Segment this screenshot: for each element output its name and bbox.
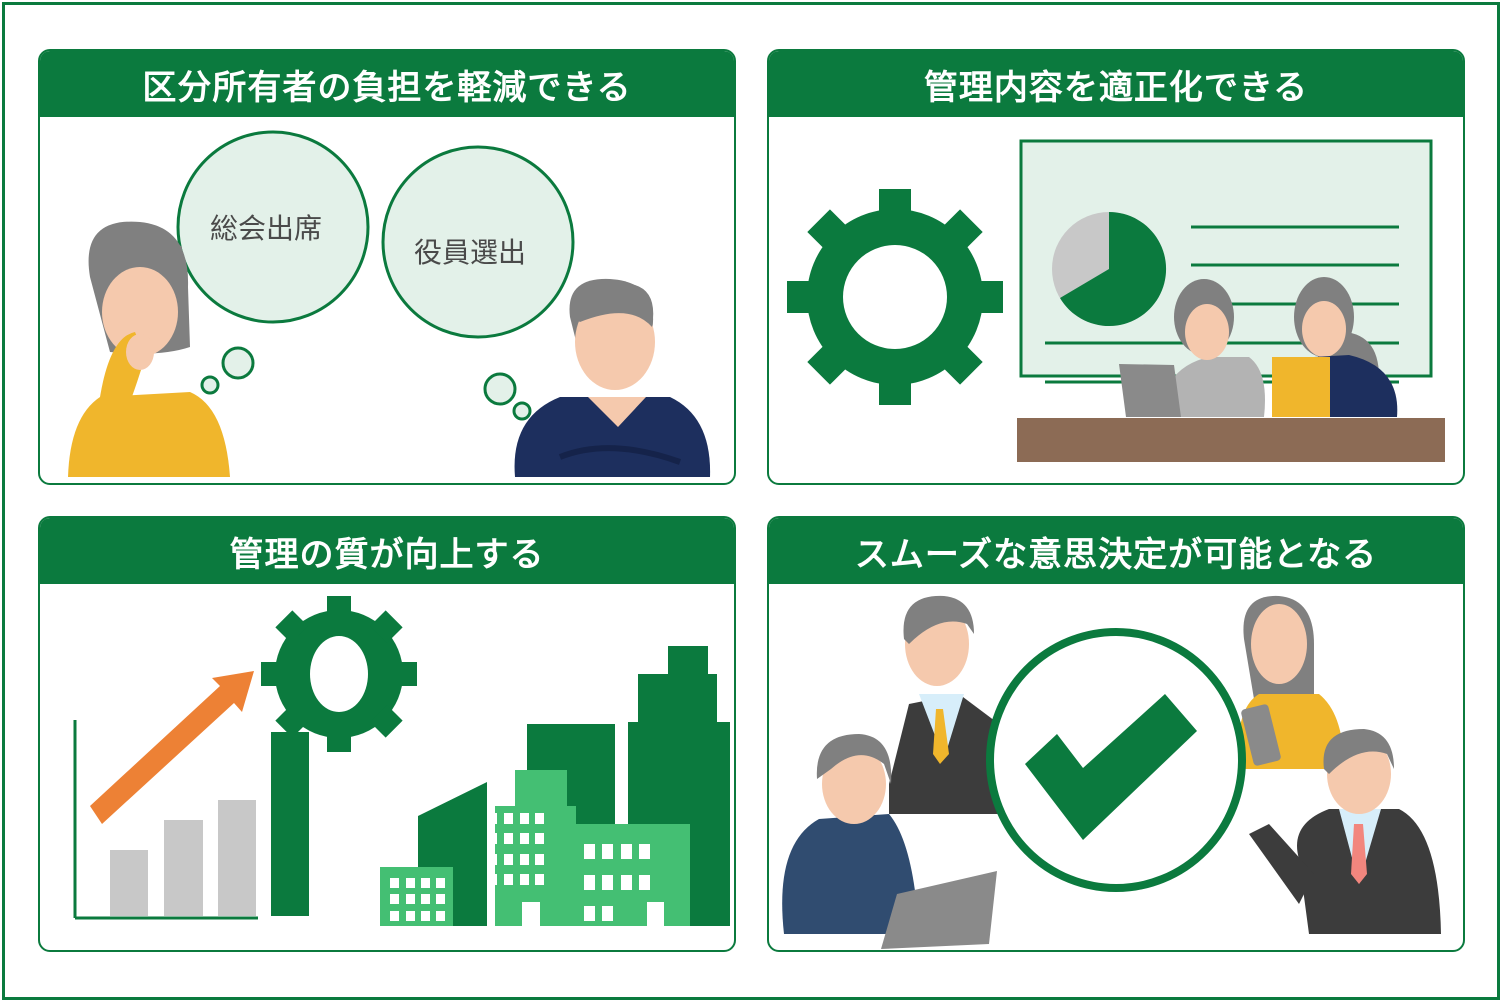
panel-optimize-management: 管理内容を適正化できる <box>767 49 1465 485</box>
bar-chart-icon <box>73 720 309 920</box>
panel-quality-improvement: 管理の質が向上する <box>38 516 736 952</box>
woman-with-phone-icon <box>1238 595 1344 769</box>
panel-illustration: 総会出席 役員選出 <box>40 117 734 483</box>
growth-and-buildings-illustration <box>73 596 730 926</box>
panel-illustration <box>769 117 1463 483</box>
woman-thinking-icon <box>68 221 230 477</box>
team-decision-illustration <box>782 595 1441 949</box>
desk-icon <box>1017 418 1445 462</box>
panel-smooth-decision: スムーズな意思決定が可能となる <box>767 516 1465 952</box>
panel-title: スムーズな意思決定が可能となる <box>769 518 1463 584</box>
thought-bubble-icon <box>381 145 575 421</box>
panel-title: 区分所有者の負担を軽減できる <box>40 51 734 117</box>
bubble-text-general-meeting: 総会出席 <box>210 212 323 245</box>
worried-owners-illustration <box>68 130 711 477</box>
panel-reduce-burden: 区分所有者の負担を軽減できる <box>38 49 736 485</box>
colleague-with-document-icon <box>1272 277 1398 417</box>
businessman-pointing-icon <box>1249 729 1441 934</box>
upward-arrow-icon <box>90 671 254 824</box>
colleague-with-laptop-icon <box>1114 279 1265 417</box>
person-with-laptop-icon <box>782 734 997 949</box>
panel-title: 管理内容を適正化できる <box>769 51 1463 117</box>
man-arms-crossed-icon <box>514 278 711 477</box>
city-buildings-icon <box>380 646 730 926</box>
panel-title: 管理の質が向上する <box>40 518 734 584</box>
bubble-text-officer-election: 役員選出 <box>414 236 527 269</box>
meeting-with-chart-illustration <box>787 139 1445 462</box>
panel-illustration <box>40 584 734 950</box>
panel-illustration <box>769 584 1463 950</box>
thought-bubble-icon <box>176 130 370 395</box>
gear-icon <box>261 596 417 752</box>
businessman-icon <box>889 595 999 814</box>
checkmark-circle-icon <box>986 628 1246 892</box>
gear-icon <box>787 189 1003 405</box>
